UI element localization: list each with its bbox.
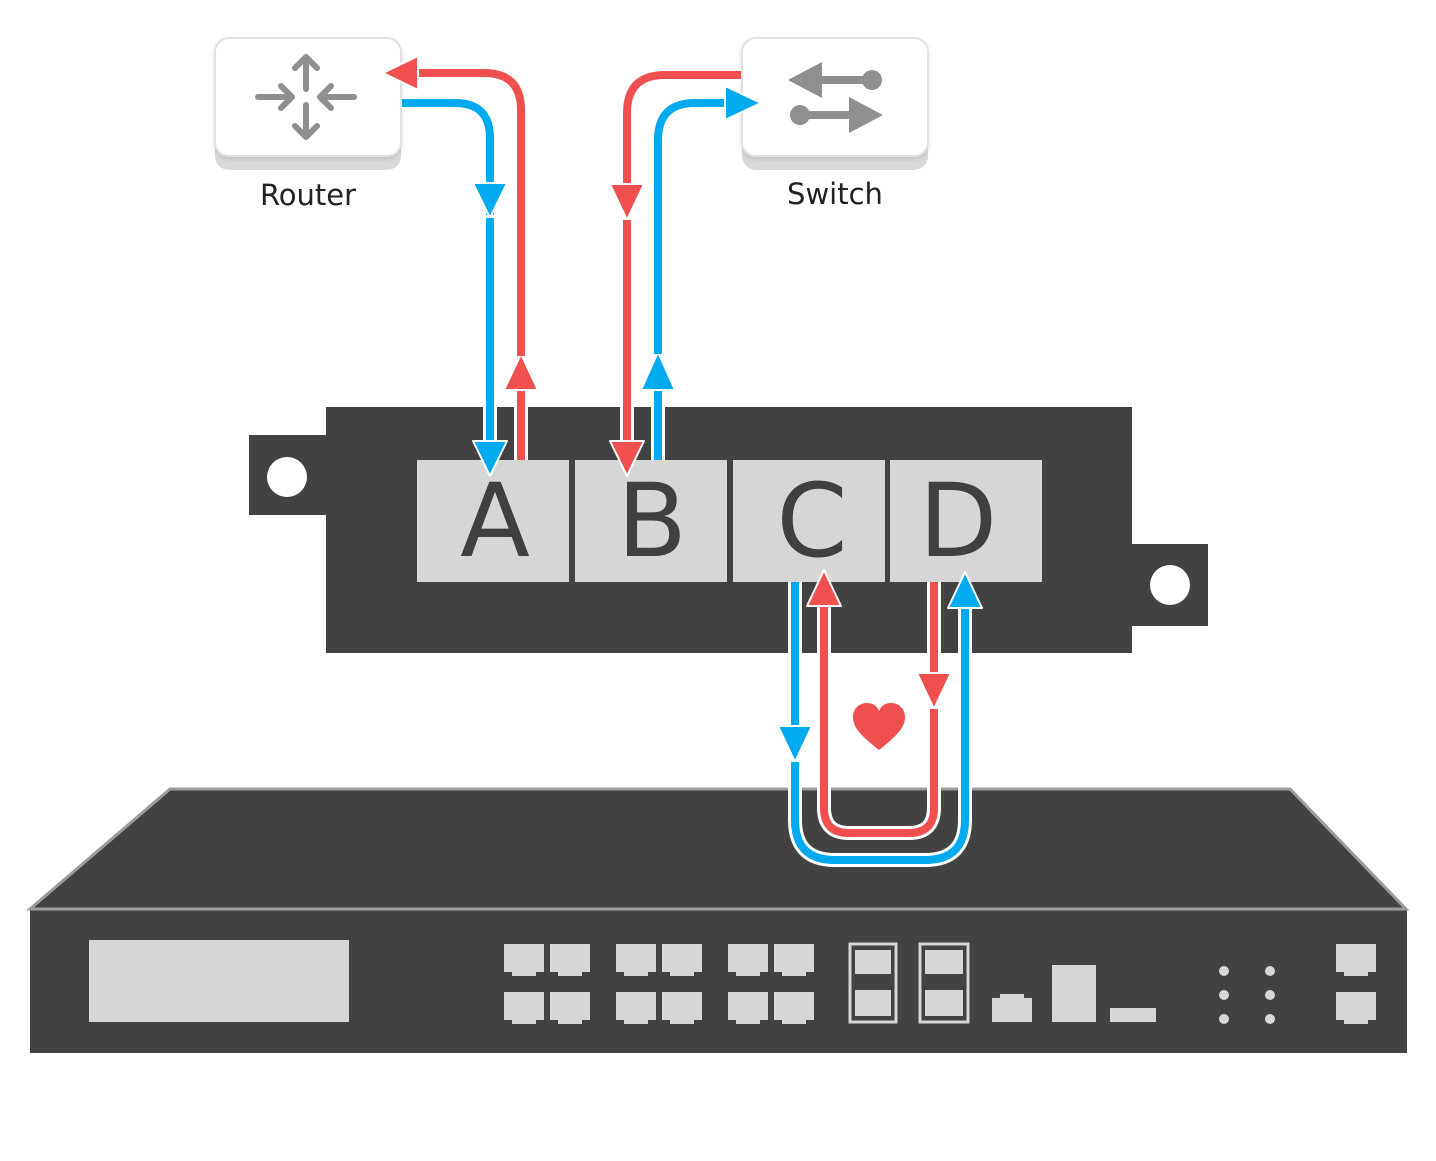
switch-device: Switch — [741, 37, 929, 211]
appliance-top — [25, 787, 1410, 911]
port-c-label: C — [776, 462, 847, 581]
port-a[interactable]: A — [417, 460, 569, 582]
bypass-unit: A B C D — [249, 407, 1208, 653]
console-port — [992, 994, 1032, 1022]
sfp-port-group — [848, 942, 970, 1024]
appliance-display — [89, 940, 349, 1022]
ethernet-port-grid — [504, 944, 814, 1024]
usb-slot — [1052, 965, 1096, 1022]
flow-b-to-switch — [640, 85, 762, 460]
port-d-label: D — [919, 462, 998, 581]
flow-a-to-router — [382, 55, 539, 460]
network-appliance — [25, 787, 1410, 1053]
left-mount-hole — [267, 457, 307, 497]
flow-loop-outer-blue — [777, 571, 983, 867]
flow-loop-inner-red — [806, 569, 952, 840]
switch-label: Switch — [787, 177, 883, 211]
right-mount-hole — [1150, 565, 1190, 605]
port-b-label: B — [617, 462, 687, 581]
management-ports — [1336, 944, 1376, 1024]
port-b[interactable]: B — [575, 460, 727, 582]
router-device: Router — [214, 37, 402, 212]
port-d[interactable]: D — [890, 460, 1042, 582]
port-a-label: A — [460, 462, 530, 581]
reset-slot — [1110, 1008, 1156, 1022]
heart-icon — [853, 703, 905, 750]
router-label: Router — [260, 178, 356, 212]
status-leds — [1219, 966, 1275, 1024]
switch-icon — [788, 62, 883, 133]
flow-router-to-a — [402, 96, 508, 477]
traffic-flows — [382, 55, 983, 867]
flow-switch-to-b — [609, 68, 741, 477]
router-icon — [255, 54, 357, 140]
port-c[interactable]: C — [733, 460, 885, 582]
